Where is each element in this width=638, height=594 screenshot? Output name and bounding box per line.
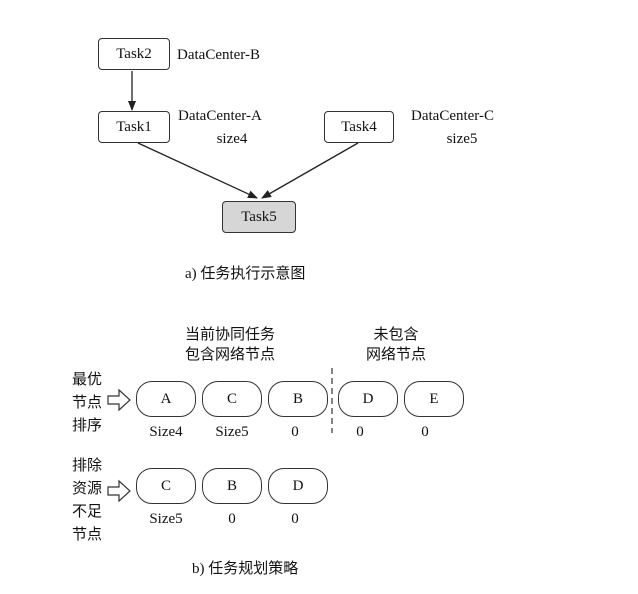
group2-header-line1: 未包含 [373, 327, 419, 343]
task4-datacenter-label: DataCenter-C [411, 108, 494, 124]
group1-header-line1: 当前协同任务 [184, 327, 276, 343]
group1-header-line2: 包含网络节点 [184, 347, 276, 363]
row2-node-d: D [268, 468, 328, 504]
edge-task4-task5 [261, 142, 359, 199]
task1-size-label: size4 [216, 131, 248, 147]
row1-node-b: B [268, 381, 328, 417]
row2-node-c: C [136, 468, 196, 504]
task4-node: Task4 [324, 111, 394, 143]
caption-a: a) 任务执行示意图 [185, 266, 306, 282]
row2-node-b: B [202, 468, 262, 504]
caption-b: b) 任务规划策略 [192, 561, 299, 577]
row1-node-c: C [202, 381, 262, 417]
task5-node: Task5 [222, 201, 296, 233]
row2-size-b: 0 [228, 511, 236, 527]
hollow-arrow-row2 [107, 479, 131, 503]
row2-size-d: 0 [291, 511, 299, 527]
row1-size-c: Size5 [215, 424, 249, 440]
row1-size-b: 0 [291, 424, 299, 440]
task1-datacenter-label: DataCenter-A [178, 108, 262, 124]
hollow-arrow-row1 [107, 388, 131, 412]
task2-node: Task2 [98, 38, 170, 70]
task4-size-label: size5 [446, 131, 478, 147]
task2-datacenter-label: DataCenter-B [177, 47, 260, 63]
row1-label: 最优 节点 排序 [72, 372, 103, 434]
row1-size-d: 0 [356, 424, 364, 440]
row1-node-d: D [338, 381, 398, 417]
row1-node-e: E [404, 381, 464, 417]
group2-header-line2: 网络节点 [365, 347, 427, 363]
row1-size-a: Size4 [149, 424, 183, 440]
edge-task1-task5 [137, 142, 258, 199]
row2-size-c: Size5 [149, 511, 183, 527]
row2-label: 排除 资源 不足 节点 [72, 458, 103, 543]
row1-node-a: A [136, 381, 196, 417]
task1-node: Task1 [98, 111, 170, 143]
row1-size-e: 0 [421, 424, 429, 440]
